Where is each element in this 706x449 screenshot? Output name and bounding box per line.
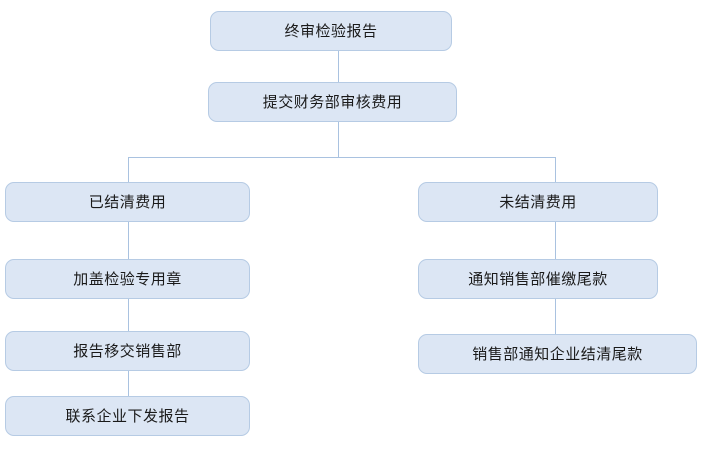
connector-n1-n2	[338, 51, 339, 82]
node-notify-sales-collect-balance[interactable]: 通知销售部催缴尾款	[418, 259, 658, 299]
node-label: 终审检验报告	[284, 22, 378, 40]
node-label: 报告移交销售部	[73, 342, 182, 360]
connector-n5-n6	[128, 371, 129, 396]
node-label: 已结清费用	[88, 193, 167, 211]
node-transfer-report-to-sales[interactable]: 报告移交销售部	[5, 331, 250, 371]
node-contact-enterprise-issue-report[interactable]: 联系企业下发报告	[5, 396, 250, 436]
node-label: 未结清费用	[499, 193, 577, 211]
node-final-inspection-report[interactable]: 终审检验报告	[210, 11, 452, 51]
connector-n7-n8	[555, 222, 556, 259]
connector-branch-right	[555, 157, 556, 182]
connector-n8-n9	[555, 299, 556, 334]
node-sales-notify-enterprise-settle[interactable]: 销售部通知企业结清尾款	[418, 334, 697, 374]
node-label: 加盖检验专用章	[73, 270, 182, 288]
node-label: 提交财务部审核费用	[262, 93, 403, 111]
node-affix-inspection-seal[interactable]: 加盖检验专用章	[5, 259, 250, 299]
node-fee-unsettled[interactable]: 未结清费用	[418, 182, 658, 222]
node-submit-finance-review-fee[interactable]: 提交财务部审核费用	[208, 82, 457, 122]
node-fee-settled[interactable]: 已结清费用	[5, 182, 250, 222]
node-label: 通知销售部催缴尾款	[468, 270, 608, 288]
node-label: 销售部通知企业结清尾款	[472, 345, 643, 363]
node-label: 联系企业下发报告	[65, 407, 190, 425]
connector-n3-n4	[128, 222, 129, 259]
connector-n2-branch	[338, 122, 339, 157]
connector-n4-n5	[128, 299, 129, 331]
connector-branch-bar	[128, 157, 556, 158]
connector-branch-left	[128, 157, 129, 182]
